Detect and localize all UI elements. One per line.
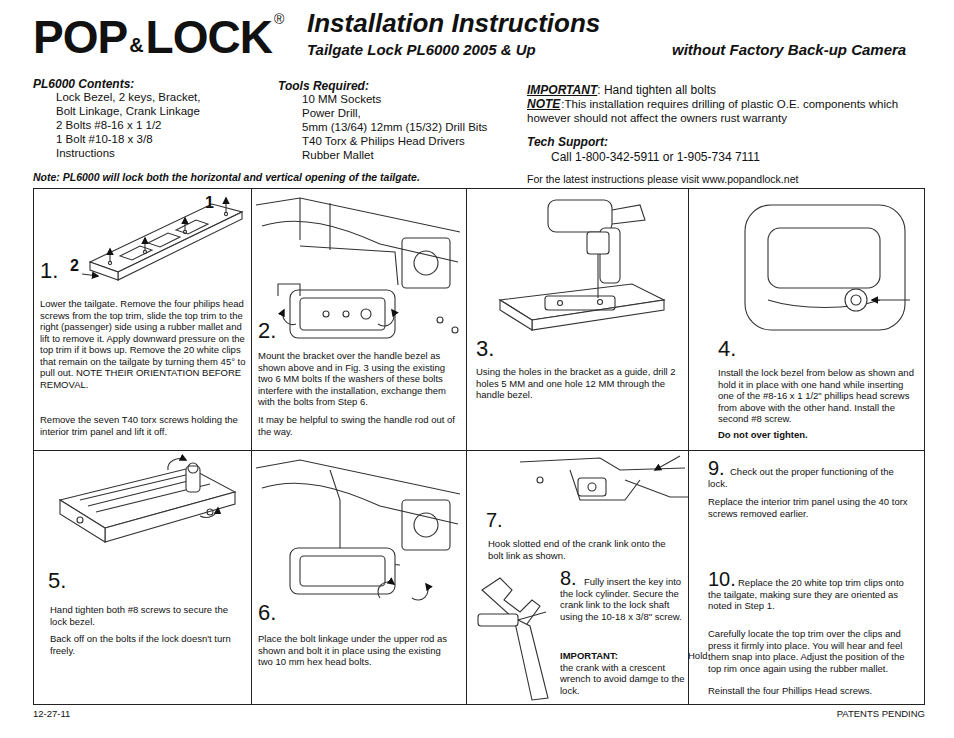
list-item: Lock Bezel, 2 keys, Bracket,	[56, 91, 200, 105]
step-panel: 5. Hand tighten both #8 screws to secure …	[33, 450, 252, 705]
section-heading: PL6000 Contents:	[33, 77, 134, 91]
step-text: Carefully locate the top trim over the c…	[708, 628, 913, 674]
patent-note: PATENTS PENDING	[837, 708, 925, 719]
step-text: Replace the interior trim panel using th…	[708, 496, 913, 519]
website-note: For the latest instructions please visit…	[527, 173, 798, 186]
handle-drawing	[745, 205, 910, 330]
step-panel: 9.Check out the proper functioning of th…	[688, 450, 925, 705]
list-item: Instructions	[56, 147, 115, 161]
step-panel: 6. Place the bolt linkage under the upper…	[251, 450, 467, 705]
subtitle: without Factory Back-up Camera	[672, 42, 906, 59]
note-text: : Hand tighten all bolts	[597, 83, 716, 97]
step-text: Lower the tailgate. Remove the four phil…	[40, 298, 247, 390]
crank-link-drawing	[520, 456, 688, 500]
date-code: 12-27-11	[33, 708, 70, 719]
step-number: 2.	[258, 320, 276, 342]
brand-logo: &	[129, 34, 143, 56]
list-item: 1 Bolt #10-18 x 3/8	[56, 133, 153, 147]
step-panel: 1. Lower the tailgate. Remove the four ph…	[33, 188, 252, 451]
list-item: Power Drill,	[302, 107, 361, 121]
callout-number: 2	[70, 257, 79, 275]
step-number: 9.	[708, 458, 725, 478]
callout-number: 1	[205, 194, 214, 212]
step-text: Mount the bracket over the handle bezel …	[258, 350, 460, 408]
step-text: Place the bolt linkage under the upper r…	[258, 633, 458, 668]
step-text: Hook slotted end of the crank link onto …	[488, 538, 680, 561]
step-text: It may be helpful to swing the handle ro…	[258, 414, 460, 437]
step-number: 7.	[486, 510, 503, 530]
note-text: Note: PL6000 will lock both the horizont…	[33, 171, 420, 184]
step-number: 5.	[48, 570, 66, 592]
step-number: 1.	[40, 260, 58, 282]
step-panel: 4. Install the lock bezel from below as s…	[688, 188, 925, 451]
step-number: 3.	[476, 338, 494, 360]
list-item: 5mm (13/64) 12mm (15/32) Drill Bits	[302, 121, 487, 135]
step-panel: 2. Mount the bracket over the handle beze…	[251, 188, 467, 451]
list-item: Rubber Mallet	[302, 149, 374, 163]
note-text: :This installation requires drilling of …	[527, 97, 912, 125]
step-text: IMPORTANT:	[560, 650, 685, 662]
step-text: Back off on the bolts if the lock doesn'…	[50, 633, 235, 656]
step-text: Replace the 20 white top trim clips onto…	[708, 577, 913, 612]
step-number: 10.	[708, 569, 736, 589]
step-number: 8.	[560, 568, 577, 588]
step-number: 4.	[718, 338, 736, 360]
section-heading: Tech Support:	[527, 135, 608, 149]
top-trim-drawing	[82, 198, 242, 280]
step-text: Install the lock bezel from below as sho…	[718, 367, 914, 425]
step-text: Check out the proper functioning of the …	[708, 466, 913, 489]
step-text: Reinstall the four Phillips Head screws.	[708, 685, 913, 697]
list-item: T40 Torx & Philips Head Drivers	[302, 135, 465, 149]
note-heading: IMPORTANT	[527, 83, 597, 97]
brand-logo: LOCK	[146, 12, 272, 63]
brand-logo: POP	[33, 12, 127, 63]
step-text: Fully insert the key into the lock cylin…	[560, 576, 685, 622]
step-text: Remove the seven T40 torx screws holding…	[40, 414, 247, 437]
trademark-mark: ®	[274, 12, 284, 27]
step-text: Using the holes in the bracket as a guid…	[476, 366, 676, 401]
page-title: Installation Instructions	[307, 9, 600, 38]
bracket-mount-drawing	[256, 198, 460, 338]
lock-bezel-drawing	[60, 459, 235, 542]
note-heading: NOTE	[527, 97, 560, 111]
step-panel: 3. Using the holes in the bracket as a gu…	[466, 188, 689, 451]
step-text: Hand tighten both #8 screws to secure th…	[50, 604, 235, 627]
drill-drawing	[500, 200, 664, 330]
step-number: 6.	[258, 602, 276, 624]
list-item: 2 Bolts #8-16 x 1 1/2	[56, 119, 161, 133]
phone-numbers: Call 1-800-342-5911 or 1-905-734 7111	[551, 150, 760, 164]
step-text: Do not over tighten.	[718, 429, 914, 441]
section-heading: Tools Required:	[278, 79, 369, 93]
subtitle: Tailgate Lock PL6000 2005 & Up	[307, 42, 536, 59]
list-item: 10 MM Sockets	[302, 93, 381, 107]
wrench-drawing	[478, 578, 548, 700]
bolt-linkage-drawing	[256, 460, 460, 600]
step-panel: 7. Hook slotted end of the crank link ont…	[466, 450, 689, 705]
list-item: Bolt Linkage, Crank Linkage	[56, 105, 200, 119]
step-text: Hold the crank with a crescent wrench to…	[560, 650, 685, 696]
